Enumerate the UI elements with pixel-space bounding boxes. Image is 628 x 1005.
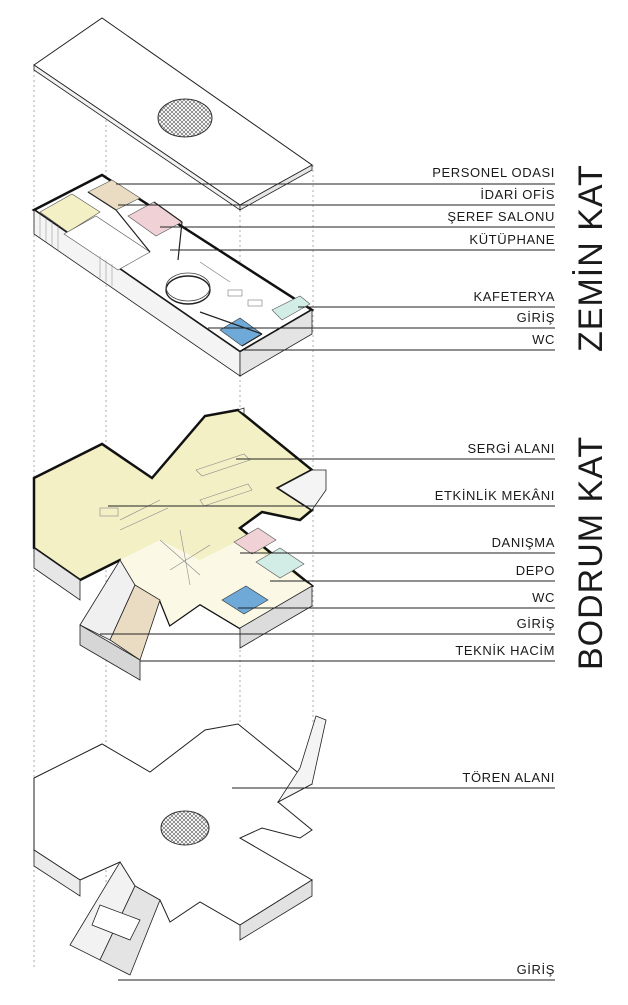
label-etkinlik-mekani: ETKİNLİK MEKÂNI: [434, 488, 555, 503]
skylight-icon: [157, 98, 213, 138]
basement-title: BODRUM KAT: [572, 435, 610, 670]
label-wc-basement: WC: [532, 590, 555, 605]
label-idari-ofis: İDARİ OFİS: [480, 187, 555, 202]
label-toren-alani: TÖREN ALANI: [462, 770, 555, 785]
label-personel-odasi: PERSONEL ODASI: [432, 165, 555, 180]
leader-lines: [100, 183, 555, 981]
label-kutuphane: KÜTÜPHANE: [469, 232, 555, 247]
label-kafeterya: KAFETERYA: [473, 289, 555, 304]
ground-floor-plan: [31, 173, 315, 377]
ceremony-plaza: [33, 715, 327, 976]
roof-slab: [33, 17, 313, 211]
label-seref-salonu: ŞEREF SALONU: [447, 209, 555, 224]
label-giris-basement: GİRİŞ: [516, 616, 555, 631]
plaza-skylight-icon: [160, 810, 210, 846]
label-giris-ground: GİRİŞ: [516, 310, 555, 325]
label-wc-ground: WC: [532, 332, 555, 347]
label-depo: DEPO: [515, 563, 555, 578]
label-teknik-hacim: TEKNİK HACİM: [455, 643, 555, 658]
ground-floor-title: ZEMİN KAT: [572, 164, 610, 352]
label-giris-plaza: GİRİŞ: [516, 962, 555, 977]
label-danisma: DANIŞMA: [491, 535, 555, 550]
basement-floor-plan: [32, 407, 327, 681]
label-sergi-alani: SERGİ ALANI: [467, 441, 555, 456]
